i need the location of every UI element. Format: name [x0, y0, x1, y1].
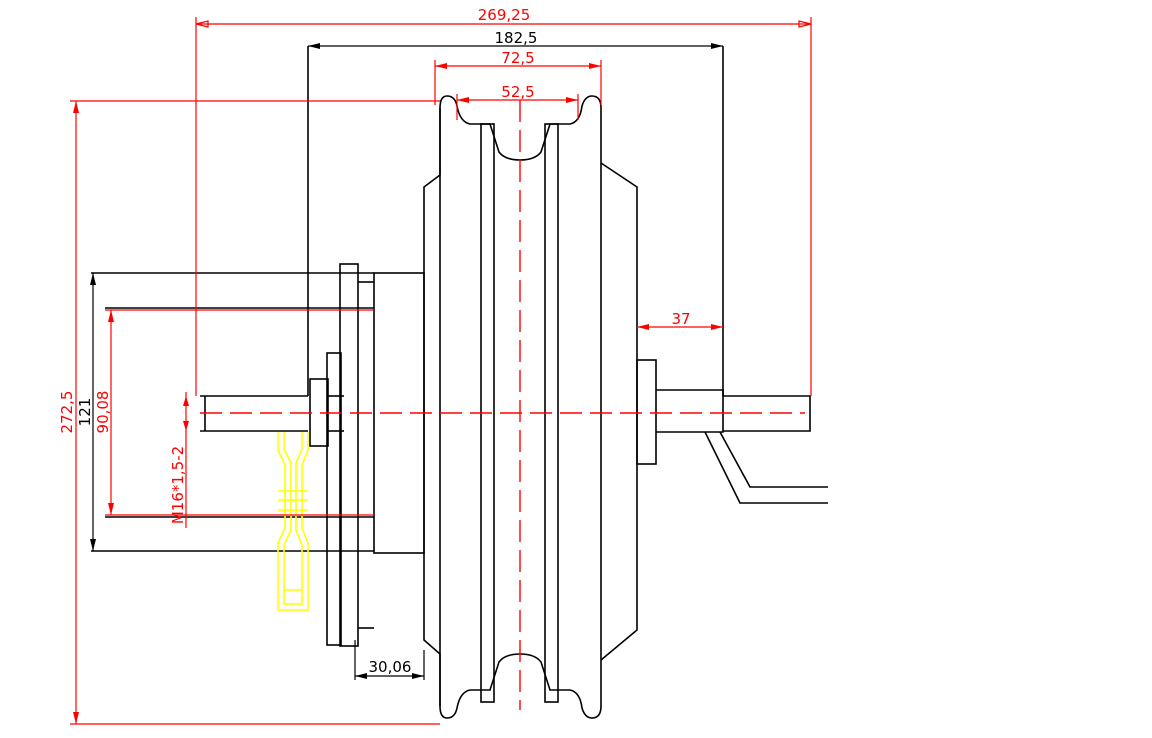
dim-flange-diameter: 121 — [76, 398, 94, 427]
dim-outer-diameter: 272,5 — [58, 391, 76, 434]
dim-rim-inner-width: 52,5 — [501, 83, 534, 101]
connector-plug — [277, 432, 309, 611]
right-axle-nut — [636, 359, 657, 465]
motor-outline — [91, 46, 828, 719]
dim-dropout-spacing: 182,5 — [495, 29, 538, 47]
brake-disc-plate — [339, 263, 359, 647]
center-lines — [200, 100, 805, 710]
dim-left-flange-offset: 30,06 — [369, 658, 412, 676]
motor-cable — [704, 431, 828, 504]
dim-bolt-circle-diameter: 90,08 — [94, 391, 112, 434]
right-hub-shell — [600, 162, 638, 661]
disc-mount — [326, 352, 342, 646]
right-hub-bearing — [656, 389, 724, 433]
dim-axle-thread: M16*1,5-2 — [169, 446, 187, 524]
dim-right-axle-offset: 37 — [671, 310, 690, 328]
dim-overall-axle-length: 269,25 — [478, 6, 531, 24]
dimension-lines — [70, 17, 812, 725]
rim-profile — [439, 95, 602, 719]
dim-rim-outer-width: 72,5 — [501, 49, 534, 67]
right-axle — [723, 395, 811, 432]
